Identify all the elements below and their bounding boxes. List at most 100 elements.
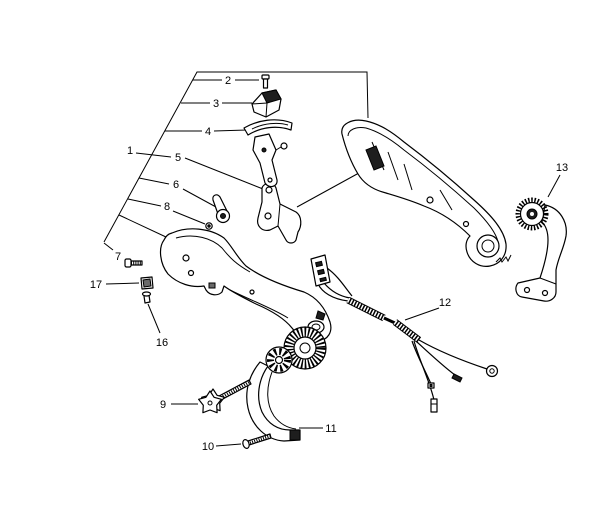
part-13-gear-bracket — [515, 197, 567, 302]
gear-bracket-body — [515, 204, 567, 302]
housing-bearing-bore — [481, 239, 495, 253]
leader-line-1 — [135, 152, 172, 158]
lever-edge — [277, 203, 281, 227]
connector-pin — [319, 276, 328, 283]
harness-sleeve-link — [383, 316, 396, 325]
harness-wire — [416, 341, 456, 376]
lower-handle-housing — [159, 228, 332, 342]
screw-shank — [262, 78, 269, 89]
callout-17: 17 — [90, 279, 102, 291]
plate-face — [142, 278, 152, 288]
trigger-lever — [252, 133, 278, 188]
leader-line-7 — [103, 242, 114, 251]
ring-terminal-hole — [489, 368, 495, 374]
lower-housing-hole — [249, 289, 255, 295]
callout-11: 11 — [325, 423, 336, 435]
fin-disc-bore — [299, 342, 311, 354]
callout-4: 4 — [205, 126, 211, 138]
part-7-screw — [124, 258, 143, 268]
lower-housing-rim — [175, 235, 251, 273]
screw-head — [242, 439, 250, 449]
lever-pivot-hole — [265, 186, 273, 194]
callout-7: 7 — [115, 251, 121, 263]
cap-top-face — [261, 89, 282, 104]
trigger-spring — [280, 142, 288, 150]
lower-housing-outline — [159, 228, 332, 342]
fin-disc — [283, 326, 327, 370]
leader-line-6a — [138, 177, 170, 185]
harness-wire — [413, 340, 435, 401]
housing-rib — [387, 151, 399, 181]
connector-pin — [316, 268, 326, 276]
washer-bore — [207, 224, 211, 228]
trigger-spring-arm — [275, 146, 282, 151]
gear-bore — [530, 212, 534, 216]
part-9-knob-screw — [198, 379, 252, 414]
gear-teeth — [515, 197, 549, 231]
callout-16: 16 — [156, 337, 168, 349]
callout-2: 2 — [225, 75, 231, 87]
part-4-trigger — [243, 119, 293, 188]
leader-line-8b — [172, 210, 206, 225]
callout-5: 5 — [175, 152, 181, 164]
part-10-screw — [242, 433, 272, 449]
callout-9: 9 — [160, 399, 166, 411]
lower-housing-inner-edge — [229, 289, 289, 319]
housing-serrated-edge — [495, 254, 512, 263]
upper-housing-rim — [347, 127, 499, 243]
bracket-arm — [246, 361, 301, 442]
housing-screw-hole — [462, 220, 470, 228]
callout-13: 13 — [556, 162, 568, 174]
part-12-wire-harness — [310, 254, 499, 413]
connector-pin — [314, 260, 324, 268]
part-5-lever — [257, 182, 302, 244]
leader-line-8a — [127, 198, 162, 207]
trigger-blade-edge — [251, 122, 289, 130]
bracket-flange — [267, 371, 297, 430]
housing-bearing-seat — [476, 234, 500, 258]
leader-assembly-bracket — [103, 71, 369, 243]
lower-housing-slot — [208, 282, 216, 289]
part-11-bracket — [246, 346, 301, 442]
wire-connector — [430, 398, 438, 413]
lever-hole — [264, 212, 272, 220]
cap-edge — [251, 102, 268, 105]
ring-terminal — [485, 364, 499, 378]
leader-line-16 — [147, 303, 161, 334]
leader-line-13 — [547, 174, 561, 198]
knob-front — [198, 390, 222, 414]
harness-wire — [326, 267, 353, 297]
wire-connector-core — [429, 384, 433, 387]
callout-6: 6 — [173, 179, 179, 191]
part-6-lever — [212, 194, 231, 224]
gear-bracket-hole — [523, 286, 531, 294]
gear-bracket-edge — [539, 277, 557, 285]
callout-10: 10 — [202, 441, 214, 453]
screw-head — [124, 258, 132, 268]
callout-12: 12 — [439, 297, 451, 309]
lever-bore — [220, 213, 226, 219]
housing-rib — [403, 163, 413, 191]
leader-line-housing — [118, 214, 167, 238]
trigger-pivot — [261, 147, 267, 153]
knob-center — [207, 400, 213, 406]
upper-handle-housing — [341, 119, 512, 267]
harness-sleeve-ribs — [393, 320, 421, 342]
wire-connector — [451, 373, 463, 383]
trigger-hole — [267, 177, 273, 183]
gear-bracket-hole — [541, 289, 549, 297]
leader-line-6b — [182, 188, 217, 208]
trigger-blade — [243, 119, 293, 136]
leader-line-10 — [215, 443, 242, 447]
part-17-plate — [140, 276, 154, 290]
harness-wire — [323, 282, 351, 299]
callout-3: 3 — [213, 98, 219, 110]
lower-housing-hole — [187, 269, 195, 277]
fin-disc-center — [293, 336, 317, 360]
cap-edge — [265, 102, 268, 118]
callout-8: 8 — [164, 201, 170, 213]
leader-line-5 — [184, 157, 264, 190]
lower-housing-hole — [182, 254, 190, 262]
housing-rib — [439, 189, 453, 211]
leader-line-17 — [105, 282, 140, 285]
